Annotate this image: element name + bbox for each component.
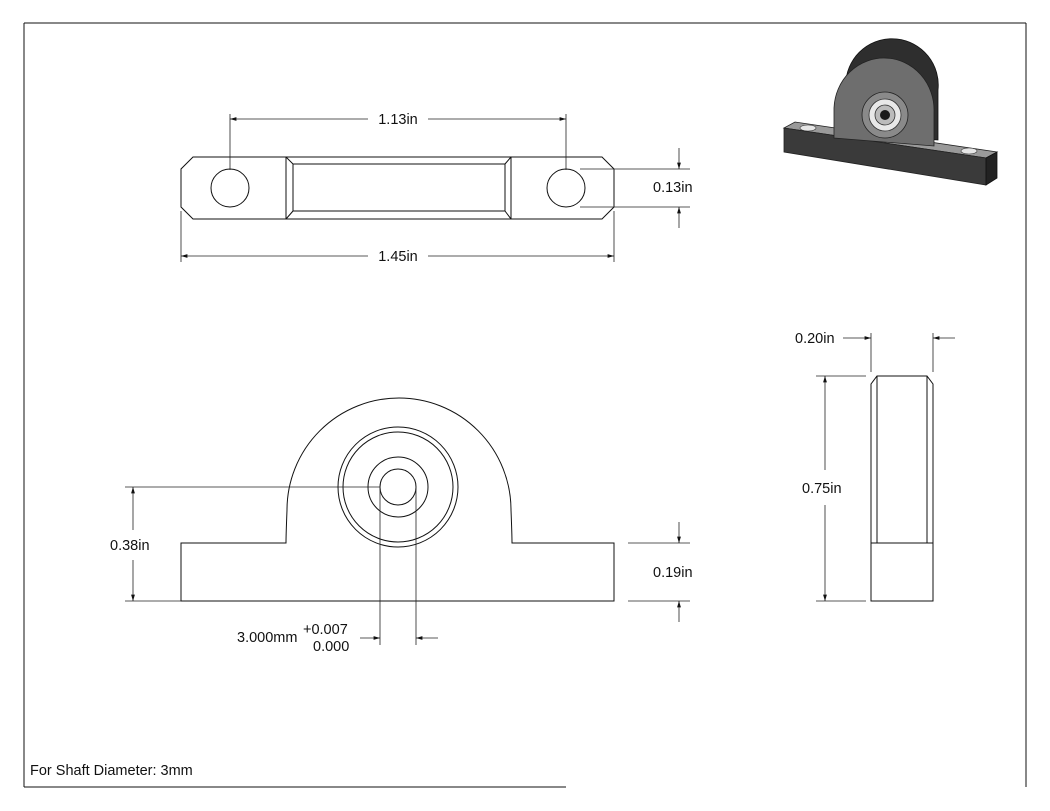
dim-label-0-38: 0.38in xyxy=(110,538,150,554)
mount-hole-right xyxy=(546,168,586,208)
dim-top-thickness: 0.13in xyxy=(580,148,693,228)
dim-label-bore-tol-upper: +0.007 xyxy=(303,622,348,638)
mount-hole-left xyxy=(210,168,250,208)
dim-label-0-20: 0.20in xyxy=(795,331,835,347)
dim-side-width: 0.20in xyxy=(795,331,955,372)
isometric-view xyxy=(782,38,999,186)
top-view xyxy=(180,156,615,220)
dim-label-0-13: 0.13in xyxy=(653,180,693,196)
dim-label-1-45: 1.45in xyxy=(378,249,418,265)
dim-side-height: 0.75in xyxy=(802,375,866,602)
dim-label-bore-tol-lower: 0.000 xyxy=(313,639,349,655)
sheet-border xyxy=(23,22,1027,788)
dim-label-0-75: 0.75in xyxy=(802,481,842,497)
shaft-diameter-note: For Shaft Diameter: 3mm xyxy=(30,763,193,779)
dim-bore-diameter: 3.000mm +0.007 0.000 xyxy=(237,487,438,655)
dim-label-0-19: 0.19in xyxy=(653,565,693,581)
dim-top-center-spacing: 1.13in xyxy=(229,112,567,170)
dim-front-axis-height: 0.38in xyxy=(110,486,380,602)
dim-label-1-13: 1.13in xyxy=(378,112,418,128)
front-view xyxy=(180,397,615,602)
side-view xyxy=(870,375,934,602)
shaft-bore xyxy=(379,468,417,506)
dim-top-overall-length: 1.45in xyxy=(180,211,615,265)
dim-label-bore-nominal: 3.000mm xyxy=(237,630,297,646)
dim-front-base-height: 0.19in xyxy=(628,522,693,622)
